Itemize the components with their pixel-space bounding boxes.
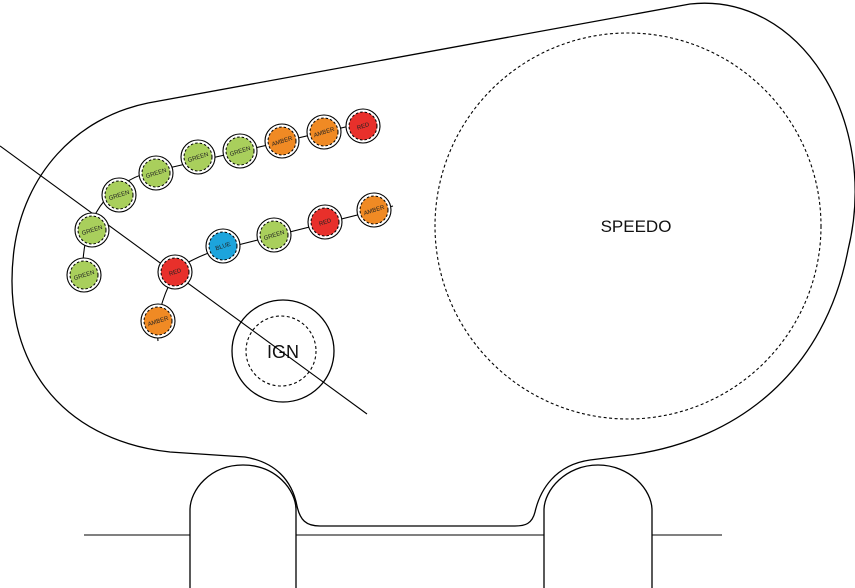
indicator-light-lens (141, 158, 171, 188)
speedo-dial (434, 32, 822, 420)
indicator-light-green: GREEN (66, 257, 102, 293)
indicator-light-amber: AMBER (356, 192, 392, 228)
indicator-light-lens (77, 215, 107, 245)
indicator-light-lens (309, 117, 339, 147)
indicator-light-green: GREEN (180, 139, 216, 175)
indicator-light-lens (104, 180, 134, 210)
indicator-light-label: RED (318, 218, 333, 228)
indicator-light-lens (225, 136, 255, 166)
indicator-light-green: GREEN (222, 133, 258, 169)
indicator-light-lens (267, 126, 297, 156)
indicator-light-amber: AMBER (264, 123, 300, 159)
indicator-light-label: RED (168, 268, 183, 278)
indicator-light-green: GREEN (138, 155, 174, 191)
indicator-light-green: GREEN (74, 212, 110, 248)
cluster-housing-outline (11, 2, 855, 527)
indicator-light-lens (208, 231, 238, 261)
indicator-light-lens (259, 220, 289, 250)
indicator-light-red: RED (307, 204, 343, 240)
indicator-light-blue: BLUE (205, 228, 241, 264)
indicator-light-green: GREEN (256, 217, 292, 253)
indicator-light-lens (348, 111, 378, 141)
indicator-light-lens (183, 142, 213, 172)
indicator-light-lens (310, 207, 340, 237)
indicator-light-label: RED (356, 122, 371, 132)
ignition-outer-ring (231, 299, 335, 403)
indicator-light-lens (69, 260, 99, 290)
left-support (189, 464, 297, 588)
right-support (543, 464, 653, 588)
indicator-light-red: RED (345, 108, 381, 144)
indicator-light-green: GREEN (101, 177, 137, 213)
indicator-light-lens (160, 257, 190, 287)
indicator-light-label: BLUE (215, 242, 232, 253)
speedo-label: SPEEDO (601, 217, 672, 236)
indicator-light-amber: AMBER (306, 114, 342, 150)
indicator-light-red: RED (157, 254, 193, 290)
ignition-switch (245, 315, 317, 387)
indicator-light-amber: AMBER (140, 303, 176, 339)
indicator-light-lens (143, 306, 173, 336)
indicator-light-lens (359, 195, 389, 225)
